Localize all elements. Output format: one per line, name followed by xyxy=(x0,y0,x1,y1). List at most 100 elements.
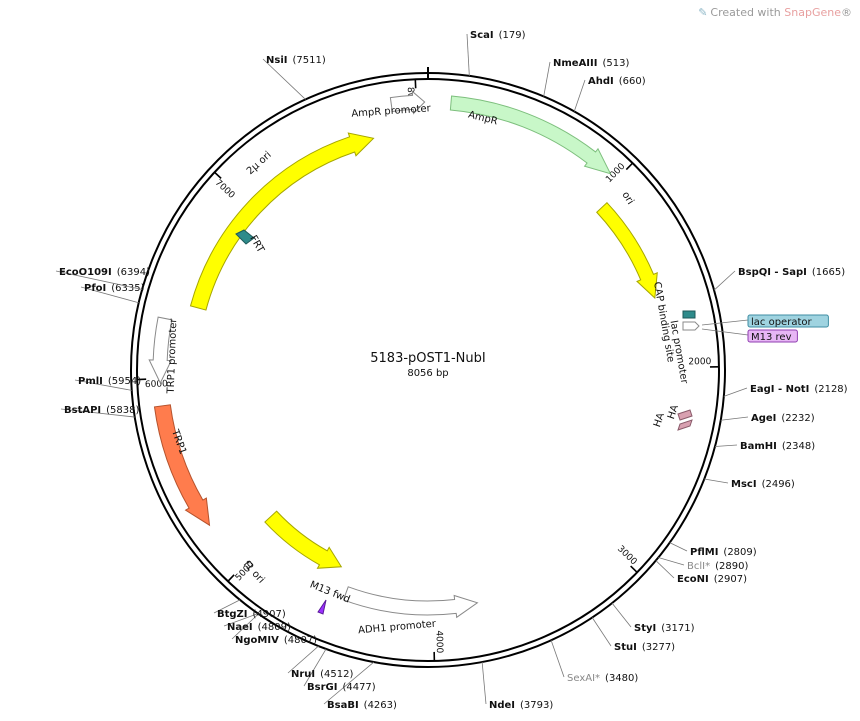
site-name-pmli: PmlI xyxy=(78,376,103,387)
site-label-bamhi[interactable]: BamHI(2348) xyxy=(740,441,815,452)
site-connector-msci xyxy=(704,478,729,484)
site-position-nmeaiii: (513) xyxy=(602,58,629,69)
site-position-eagi-noti: (2128) xyxy=(814,384,847,395)
site-label-naei[interactable]: NaeI(4809) xyxy=(227,622,291,633)
site-label-pflmi[interactable]: PflMI(2809) xyxy=(690,547,757,558)
tag-label-lac-operator: lac operator xyxy=(751,317,812,328)
site-name-ecoo109i: EcoO109I xyxy=(59,267,112,278)
credit-mark: ® xyxy=(841,6,852,19)
site-connector-naei xyxy=(223,613,259,627)
site-label-msci[interactable]: MscI(2496) xyxy=(731,479,795,490)
site-label-bspqi-sapi[interactable]: BspQI - SapI(1665) xyxy=(738,267,845,278)
site-label-ahdi[interactable]: AhdI(660) xyxy=(588,76,646,87)
feature-f1-ori[interactable] xyxy=(264,510,343,569)
feature-label-ampr-promoter: AmpR promoter xyxy=(351,103,432,120)
site-label-pmli[interactable]: PmlI (5954) xyxy=(78,376,141,387)
feature-frt[interactable] xyxy=(235,229,255,245)
site-connector-styi xyxy=(611,602,632,628)
tick-mark-5000 xyxy=(227,574,235,582)
feature-trp1[interactable] xyxy=(153,404,211,527)
feature-label-ori: ori xyxy=(619,190,635,207)
feature-ha-1[interactable] xyxy=(677,409,693,421)
tag-box-lac-operator[interactable] xyxy=(747,314,829,328)
feature-cap-binding-site[interactable] xyxy=(682,310,696,319)
site-name-bstapi: BstAPI xyxy=(64,405,101,416)
site-label-ecoo109i[interactable]: EcoO109I(6394) xyxy=(59,267,150,278)
snapgene-logo-icon: ✎ xyxy=(698,6,708,19)
feature-label-2mu-ori: 2μ ori xyxy=(245,150,274,178)
feature-lac-promoter[interactable] xyxy=(682,321,700,331)
tick-label-3000: 3000 xyxy=(615,544,639,567)
feature-label-ha-2: HA xyxy=(666,403,681,420)
feature-ha-2[interactable] xyxy=(677,419,693,431)
site-label-bsabi[interactable]: BsaBI(4263) xyxy=(327,700,397,711)
site-position-pmli: (5954) xyxy=(108,376,141,387)
site-position-btgzi: (4907) xyxy=(253,609,286,620)
site-name-eagi-noti: EagI - NotI xyxy=(750,384,809,395)
site-label-nrui[interactable]: NruI(4512) xyxy=(291,669,353,680)
tick-label-2000: 2000 xyxy=(688,357,711,367)
site-name-stui: StuI xyxy=(614,642,637,653)
site-label-agei[interactable]: AgeI (2232) xyxy=(751,413,815,424)
site-label-btgzi[interactable]: BtgZI (4907) xyxy=(217,609,286,620)
center-labels: 5183-pOST1-NubI 8056 bp xyxy=(370,351,485,379)
site-connector-bsabi xyxy=(323,661,375,705)
site-connector-nmeaiii xyxy=(543,61,551,97)
tick-label-4000: 4000 xyxy=(433,630,444,653)
site-label-nmeaiii[interactable]: NmeAIII (513) xyxy=(553,58,629,69)
site-label-ndei[interactable]: NdeI(3793) xyxy=(489,700,553,711)
site-label-econi[interactable]: EcoNI(2907) xyxy=(677,574,747,585)
site-name-bcli: BclI* xyxy=(687,561,710,572)
feature-m13-fwd[interactable] xyxy=(317,599,327,615)
site-name-bsrgi: BsrGI xyxy=(307,682,337,693)
site-label-scai[interactable]: ScaI(179) xyxy=(470,30,526,41)
site-name-ahdi: AhdI xyxy=(588,76,614,87)
site-connector-bspqi-sapi xyxy=(713,270,736,291)
feature-adh1-promoter[interactable] xyxy=(342,586,479,619)
site-name-pflmi: PflMI xyxy=(690,547,718,558)
site-connector-agei xyxy=(720,416,749,421)
site-label-ngomiv[interactable]: NgoMIV(4807) xyxy=(235,635,317,646)
site-label-styi[interactable]: StyI(3171) xyxy=(634,623,695,634)
site-position-bsabi: (4263) xyxy=(364,700,397,711)
site-connector-bsrgi xyxy=(303,648,327,687)
feature-2-ori[interactable] xyxy=(189,132,375,311)
site-name-bamhi: BamHI xyxy=(740,441,777,452)
site-position-agei: (2232) xyxy=(781,413,814,424)
site-label-bstapi[interactable]: BstAPI(5838) xyxy=(64,405,140,416)
feature-label-adh1-promoter: ADH1 promoter xyxy=(358,619,438,637)
site-connector-btgzi xyxy=(213,599,241,614)
tick-label-6000: 6000 xyxy=(145,379,168,390)
plasmid-backbone xyxy=(130,67,726,668)
feature-ampr[interactable] xyxy=(449,95,612,175)
feature-ori[interactable] xyxy=(596,201,658,300)
site-position-nrui: (4512) xyxy=(320,669,353,680)
site-label-eagi-noti[interactable]: EagI - NotI (2128) xyxy=(750,384,848,395)
site-label-sexai[interactable]: SexAI*(3480) xyxy=(567,673,638,684)
site-connector-ecoo109i xyxy=(55,270,143,290)
plasmid-length: 8056 bp xyxy=(407,368,448,379)
feature-label-m13-fwd: M13 fwd xyxy=(308,579,351,605)
feature-trp1-promoter[interactable] xyxy=(148,316,173,385)
site-label-bsrgi[interactable]: BsrGI(4477) xyxy=(307,682,376,693)
tag-box-m13-rev[interactable] xyxy=(747,329,798,343)
site-name-agei: AgeI xyxy=(751,413,776,424)
site-layer: ScaI(179) NmeAIII (513) AhdI(660) BspQI - Sa… xyxy=(55,30,848,711)
site-connector-scai xyxy=(466,33,470,76)
site-name-ngomiv: NgoMIV xyxy=(235,635,279,646)
site-connector-ahdi xyxy=(573,79,586,112)
site-position-nsii: (7511) xyxy=(292,55,325,66)
site-label-bcli[interactable]: BclI*(2890) xyxy=(687,561,748,572)
site-label-nsii[interactable]: NsiI(7511) xyxy=(266,55,326,66)
site-name-econi: EcoNI xyxy=(677,574,709,585)
feature-label-frt: FRT xyxy=(247,234,266,256)
feature-ampr-promoter[interactable] xyxy=(389,90,426,115)
snapgene-credit: ✎Created with SnapGene® xyxy=(698,6,852,19)
site-label-stui[interactable]: StuI(3277) xyxy=(614,642,675,653)
site-name-btgzi: BtgZI xyxy=(217,609,248,620)
tick-mark-3000 xyxy=(630,565,638,573)
site-name-bspqi-sapi: BspQI - SapI xyxy=(738,267,807,278)
site-name-nmeaiii: NmeAIII xyxy=(553,58,597,69)
site-label-pfoi[interactable]: PfoI(6335) xyxy=(84,283,145,294)
